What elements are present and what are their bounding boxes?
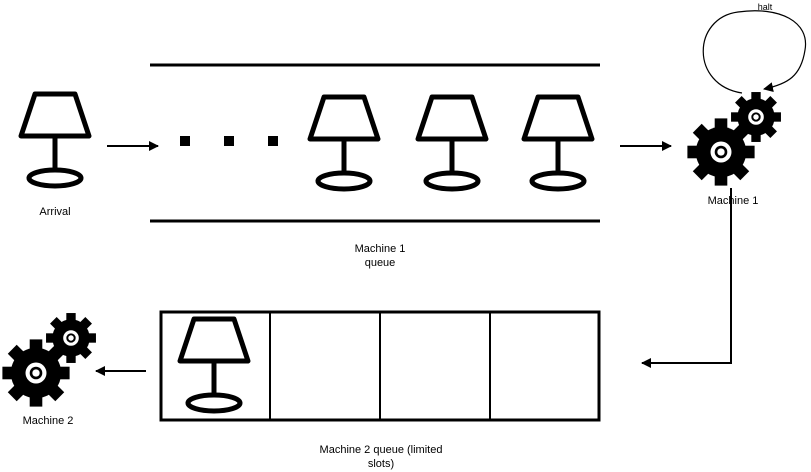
machine1-queue-label: Machine 1 queue	[354, 243, 406, 269]
arrival-label: Arrival	[39, 206, 71, 218]
ellipsis-dots	[180, 136, 278, 146]
machine2-label: Machine 2	[22, 415, 74, 427]
queue1-lamp-icon-1	[310, 97, 378, 189]
machine1-gears-icon	[687, 92, 781, 186]
machine2-queue-label: Machine 2 queue (limited slots)	[319, 444, 443, 470]
arrow-machine1-to-queue2	[641, 188, 732, 368]
halt-label: halt	[757, 2, 773, 12]
halt-loop	[702, 10, 807, 94]
queue1-lamp-icon-3	[524, 97, 592, 189]
machine2-gears-icon	[2, 313, 96, 407]
arrival-lamp-icon	[21, 94, 89, 186]
machine1-label: Machine 1	[707, 195, 759, 207]
queue1-lamp-icon-2	[418, 97, 486, 189]
